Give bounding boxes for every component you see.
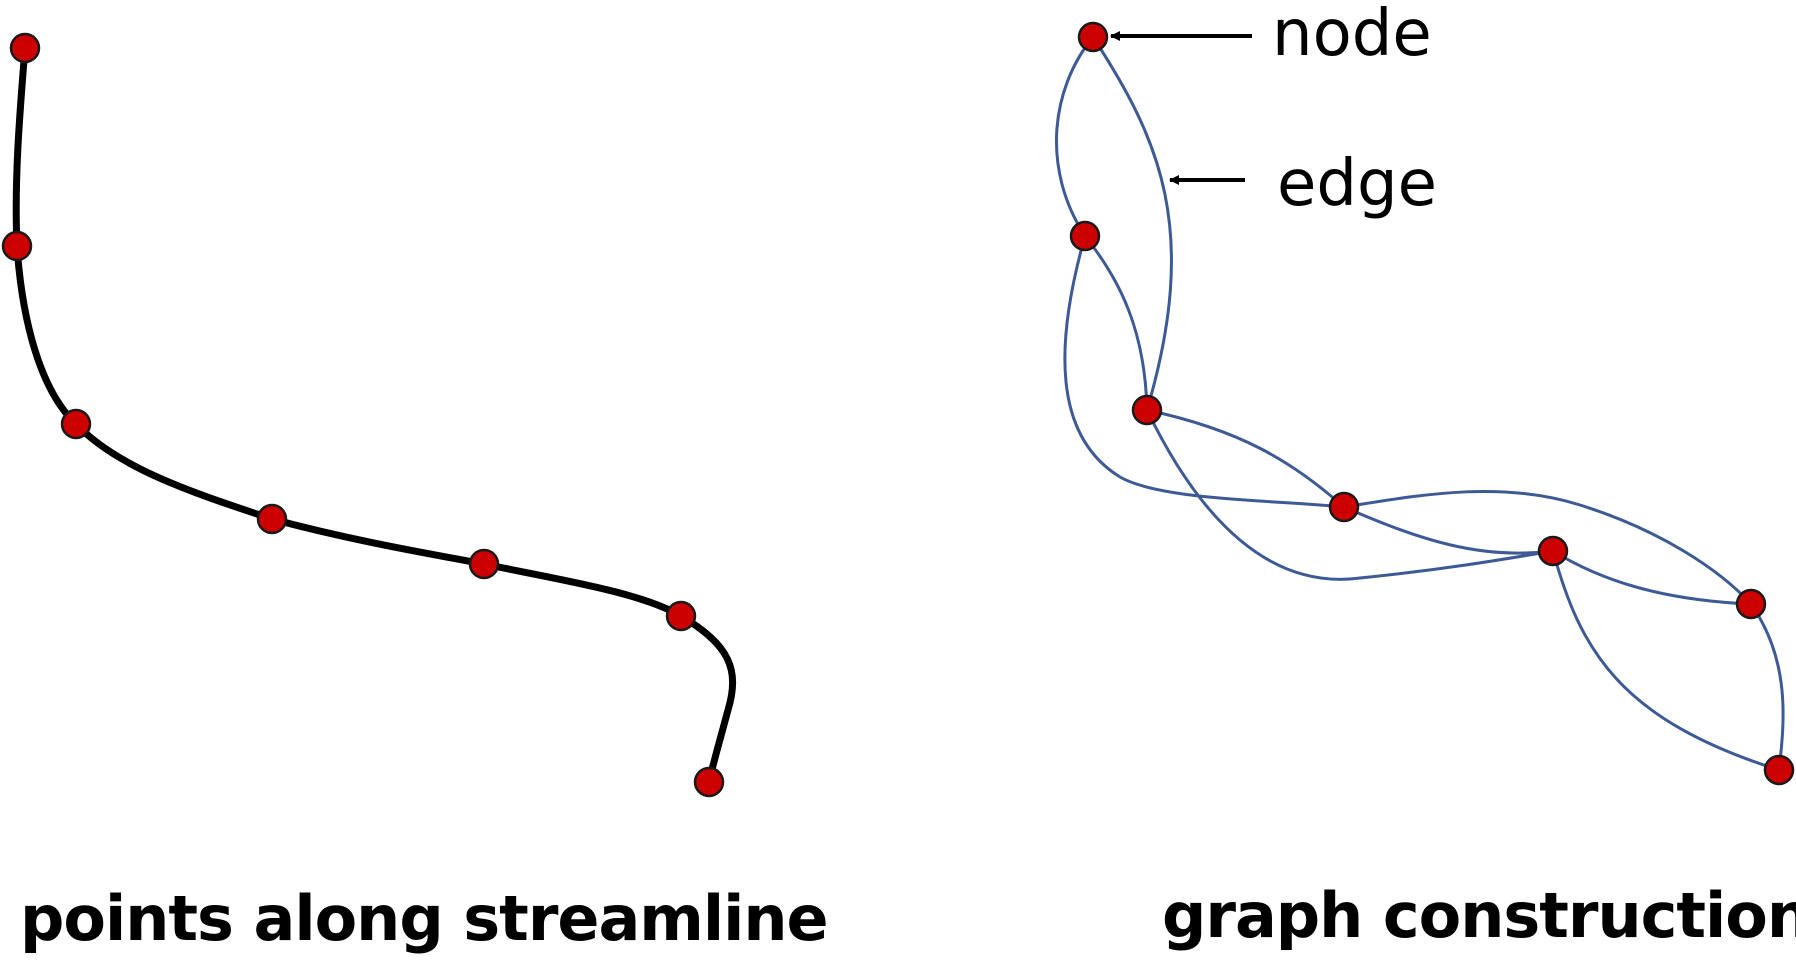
streamline-node: [256, 503, 288, 535]
graph-edge: [1145, 409, 1554, 581]
graph-node: [1077, 21, 1109, 53]
graph-edge: [1343, 505, 1554, 555]
graph-edge: [1551, 550, 1780, 772]
edge-label: edge: [1277, 147, 1437, 221]
graph-node: [1537, 535, 1569, 567]
streamline-node: [60, 408, 92, 440]
graph-edge: [1146, 408, 1345, 509]
graph-node: [1328, 491, 1360, 523]
streamline-caption: points along streamline: [20, 882, 829, 955]
streamline-panel: [1, 32, 737, 798]
graph-edge: [1343, 489, 1753, 606]
graph-edge: [1063, 235, 1345, 509]
streamline-node: [665, 600, 697, 632]
graph-node: [1735, 588, 1767, 620]
streamline-node: [468, 548, 500, 580]
streamline-node: [9, 32, 41, 64]
graph-edge: [1055, 36, 1095, 237]
graph-node: [1763, 754, 1795, 786]
graph-caption: graph construction: [1162, 879, 1796, 952]
graph-edge: [1091, 36, 1173, 411]
streamline-node: [1, 230, 33, 262]
graph-edge: [1083, 235, 1149, 411]
streamline-curve: [12, 44, 737, 786]
streamline-node: [693, 766, 725, 798]
graph-edge: [1749, 603, 1785, 771]
graph-edge: [1552, 549, 1752, 606]
streamline-nodes: [1, 32, 725, 798]
graph-panel: [1055, 21, 1795, 786]
graph-nodes: [1069, 21, 1795, 786]
graph-node: [1069, 220, 1101, 252]
node-label: node: [1272, 0, 1432, 71]
graph-node: [1131, 394, 1163, 426]
graph-edges: [1055, 36, 1785, 772]
